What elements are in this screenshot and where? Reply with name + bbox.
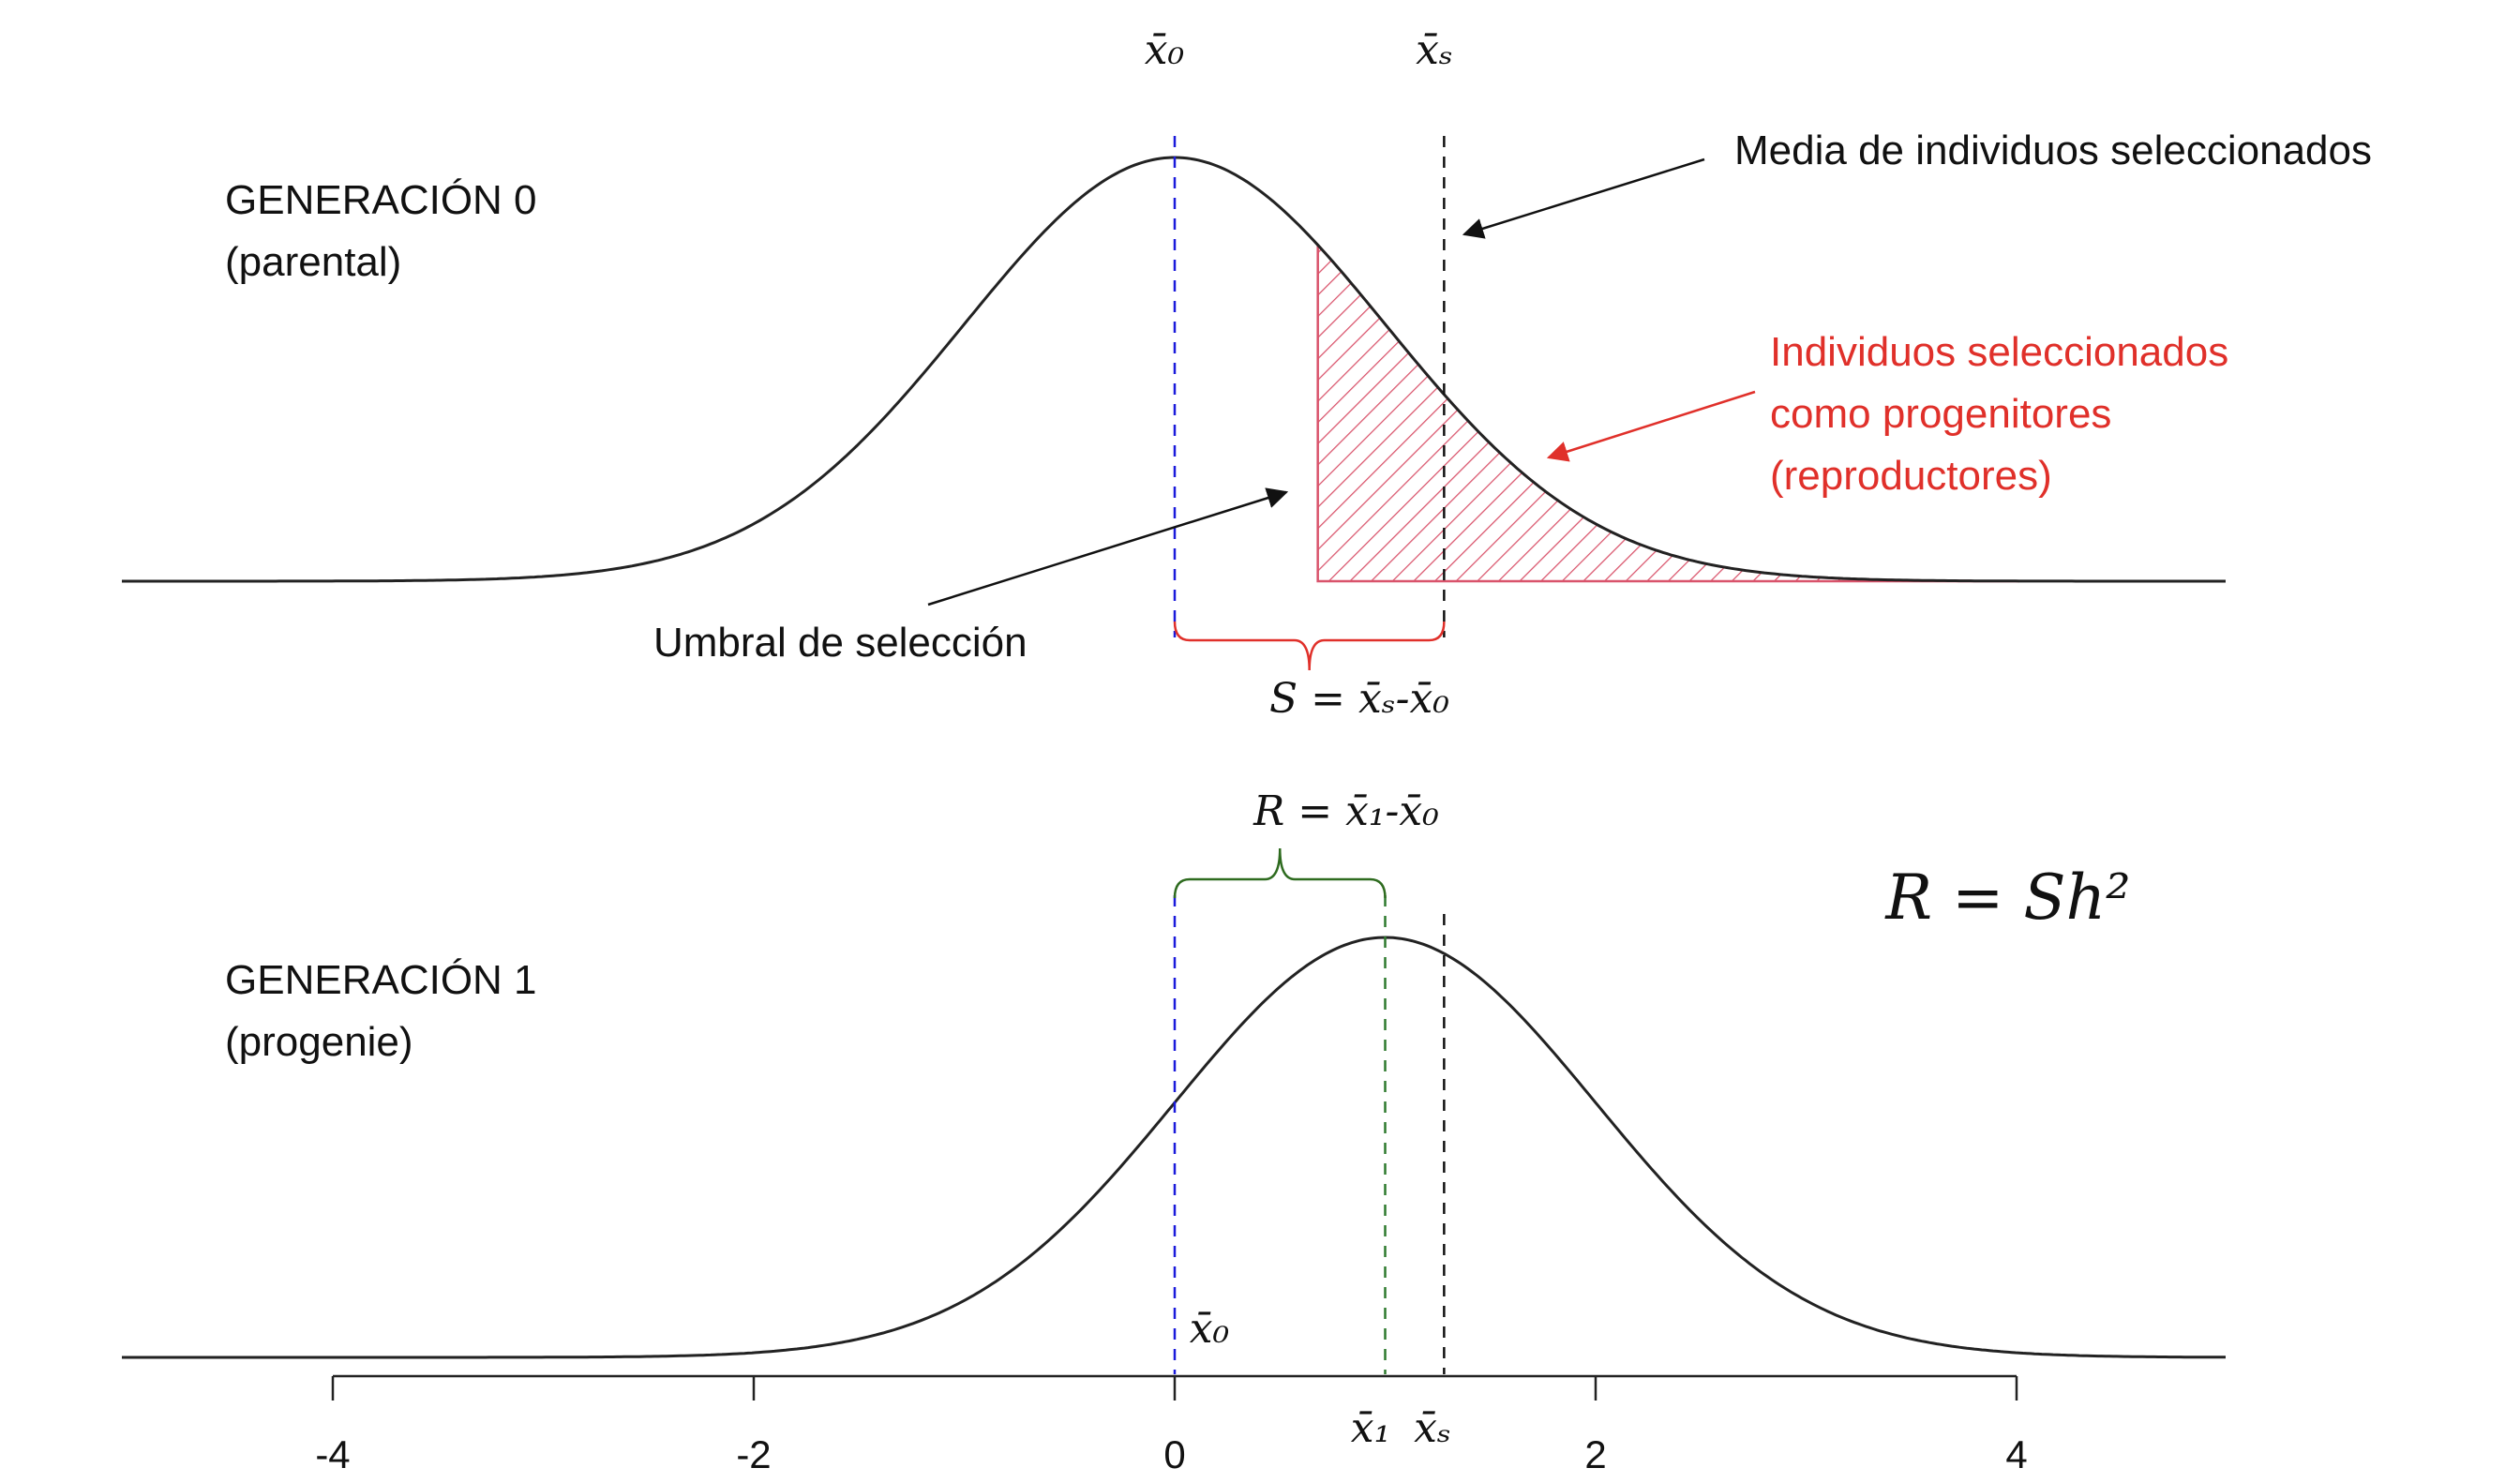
generation-0-label: GENERACIÓN 0 [225, 177, 537, 223]
x1-axis-label: x̄₁ [1351, 1404, 1390, 1452]
selected-note-line-2: como progenitores [1770, 391, 2111, 437]
selected-mean-note: Media de individuos seleccionados [1734, 127, 2372, 173]
selected-note-line-3: (reproductores) [1770, 453, 2052, 499]
x-axis-tick-label: 2 [1584, 1432, 1606, 1476]
x-axis: -4 -2 0 2 4 [315, 1374, 2028, 1476]
selection-differential-brace [1173, 621, 1446, 671]
x-axis-tick-label: 4 [2005, 1432, 2027, 1476]
generation-1-sublabel: (progenie) [225, 1019, 413, 1065]
generation-1-panel: GENERACIÓN 1 (progenie) R = x̄₁-x̄₀ R = … [122, 787, 2226, 1452]
selected-note-line-1: Individuos seleccionados [1770, 329, 2228, 375]
x-axis-tick-label: -4 [315, 1432, 350, 1476]
response-label: R = x̄₁-x̄₀ [1252, 787, 1439, 835]
selected-mean-arrow [1462, 157, 1705, 239]
generation-0-sublabel: (parental) [225, 239, 401, 285]
response-brace [1173, 847, 1387, 899]
selection-differential-label: S = x̄ₛ-x̄₀ [1269, 675, 1449, 723]
threshold-arrow [927, 487, 1289, 607]
generation-0-panel: GENERACIÓN 0 (parental) x̄₀ x̄ₛ Media de… [122, 26, 2372, 723]
x0-bottom-label: x̄₀ [1190, 1305, 1230, 1353]
generation-1-label: GENERACIÓN 1 [225, 957, 537, 1003]
x0-top-label: x̄₀ [1145, 26, 1185, 74]
threshold-note: Umbral de selección [653, 620, 1028, 666]
breeders-equation: R = Sh² [1884, 861, 2130, 934]
selected-individuals-arrow [1546, 390, 1756, 462]
x-axis-tick-label: 0 [1163, 1432, 1185, 1476]
xs-axis-label: x̄ₛ [1414, 1404, 1451, 1452]
xs-top-label: x̄ₛ [1416, 26, 1453, 74]
x-axis-tick-label: -2 [736, 1432, 771, 1476]
